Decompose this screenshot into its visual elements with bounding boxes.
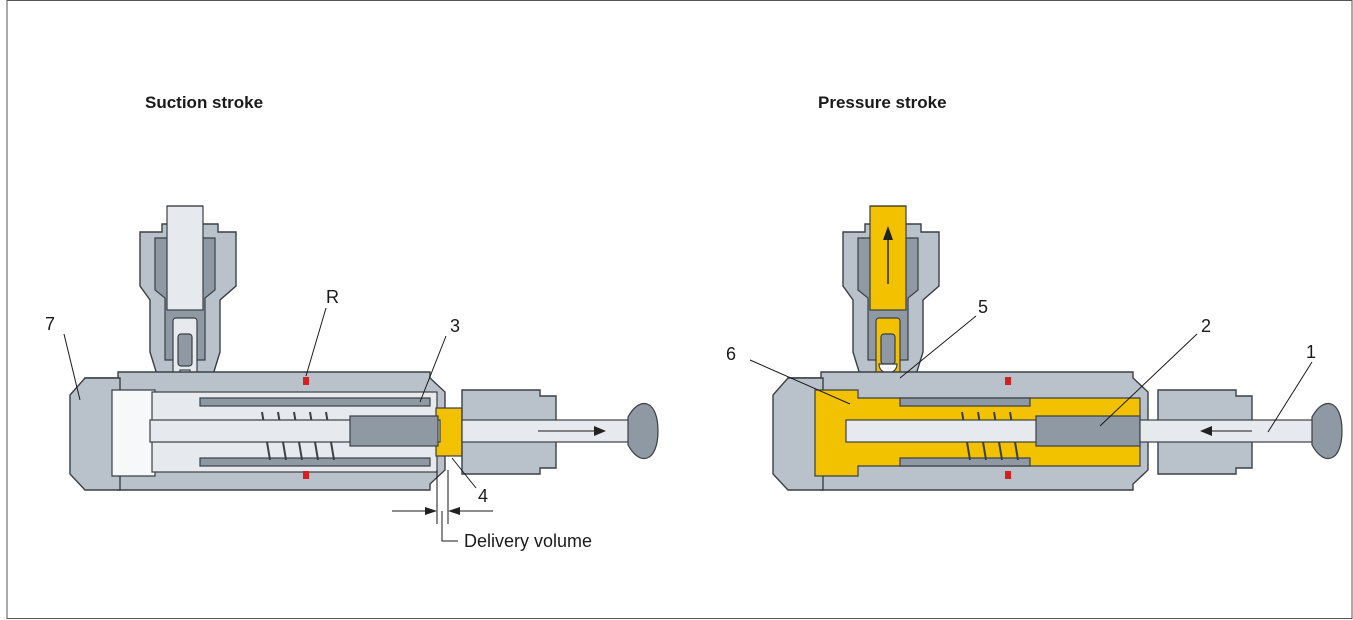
pressure-outflow-arrow <box>883 226 893 240</box>
suction-plunger-head <box>627 402 659 460</box>
suction-end-cap <box>69 377 121 491</box>
pressure-label-1: 1 <box>1306 342 1316 362</box>
pressure-end-cap <box>772 377 824 491</box>
pressure-stroke-title: Pressure stroke <box>818 93 947 112</box>
diagram-border <box>6 0 1353 619</box>
suction-supply-pipe <box>166 205 204 311</box>
pressure-pump-housing <box>772 371 1343 491</box>
pressure-plunger-rod <box>845 419 1047 443</box>
pressure-label-5: 5 <box>978 297 988 317</box>
suction-label-4: 4 <box>478 486 488 506</box>
suction-stroke-title: Suction stroke <box>145 93 263 112</box>
pressure-label-6: 6 <box>726 344 736 364</box>
suction-pump-housing <box>69 371 659 491</box>
pressure-seal-ring-bottom <box>1005 471 1011 479</box>
suction-inlet-fitting <box>139 205 237 386</box>
pressure-label-2: 2 <box>1201 316 1211 336</box>
suction-seal-ring-top <box>303 377 309 385</box>
delivery-volume-dimension: Delivery volume <box>392 470 592 551</box>
pressure-seal-ring-top <box>1005 377 1011 385</box>
delivery-volume-label: Delivery volume <box>464 531 592 551</box>
pressure-check-valve <box>880 333 896 365</box>
suction-label-r: R <box>326 287 339 307</box>
suction-label-3: 3 <box>450 316 460 336</box>
suction-label-7: 7 <box>45 314 55 334</box>
suction-seal-ring-bottom <box>303 471 309 479</box>
pressure-stroke-panel: Pressure stroke <box>726 93 1343 491</box>
pressure-plunger-head <box>1311 402 1343 460</box>
suction-stroke-panel: Suction stroke <box>45 93 659 551</box>
pressure-outlet-fitting <box>842 205 940 391</box>
